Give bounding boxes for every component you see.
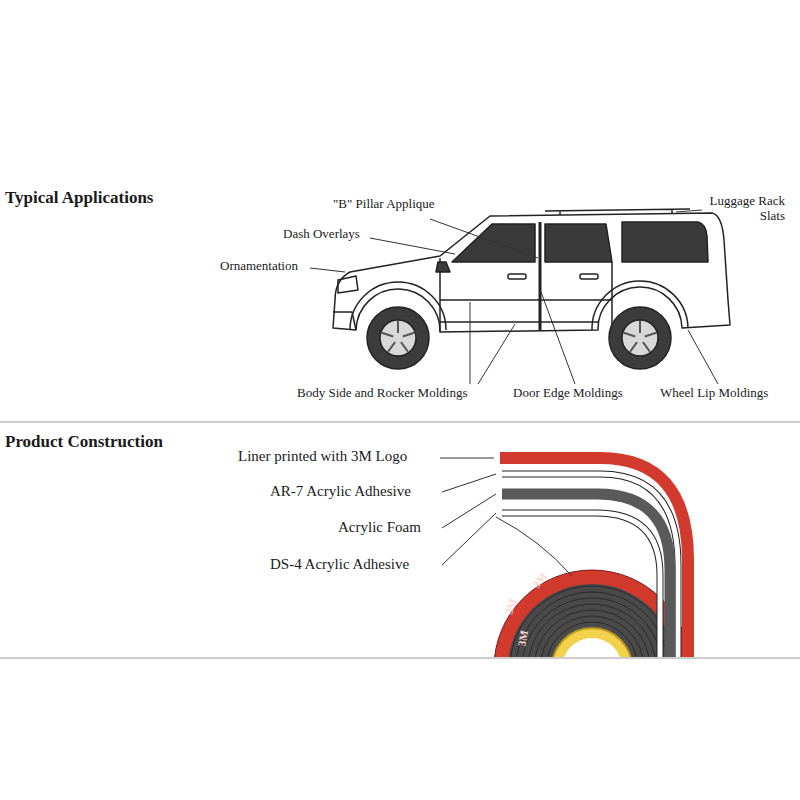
rear-door-window [545, 224, 612, 262]
ar7-layer [502, 474, 678, 657]
leader-line [470, 302, 471, 384]
core-hole [562, 638, 622, 657]
wheel-spoke [630, 342, 637, 352]
wheel-spoke [403, 333, 414, 337]
leader-line [442, 474, 496, 492]
door-handle [508, 274, 526, 279]
leader-line [442, 513, 496, 565]
roll-winding [540, 616, 644, 657]
divider [0, 422, 800, 423]
wheel-spoke [643, 342, 650, 352]
leader-line [440, 458, 494, 459]
wheel-hub [622, 320, 658, 356]
wheel-spoke [639, 321, 641, 333]
callout-label: "B" Pillar Applique [333, 197, 435, 212]
roll-winding [516, 592, 668, 657]
wheel-spokes [382, 321, 656, 352]
leader-line [478, 324, 515, 384]
divider [0, 658, 800, 659]
roll-windings [510, 586, 674, 657]
roll-winding [534, 610, 650, 657]
mirror [436, 262, 450, 272]
rocker-molding [440, 321, 598, 323]
roll-winding [528, 604, 656, 657]
layer-label: Liner printed with 3M Logo [238, 448, 407, 465]
leader-lines [440, 458, 572, 576]
wheel-hub [380, 320, 416, 356]
layer-label: Acrylic Foam [338, 519, 421, 536]
wheel-spoke [624, 333, 635, 337]
rear-window [622, 222, 708, 262]
leader-line [442, 494, 496, 528]
callout-label: Luggage Rack Slats [690, 194, 785, 224]
wheel-spoke [645, 333, 656, 337]
ar7-layer-edge [502, 474, 678, 657]
front-window [452, 224, 535, 262]
roll-winding [522, 598, 662, 657]
section-heading: Product Construction [5, 432, 163, 452]
luggage-rack [545, 209, 690, 215]
body-side-molding [440, 299, 612, 301]
callout-label: Body Side and Rocker Moldings [297, 386, 467, 401]
callout-label: Door Edge Moldings [513, 386, 623, 401]
callout-label: Wheel Lip Moldings [660, 386, 768, 401]
headlight [338, 276, 358, 293]
wheel-spoke [382, 333, 393, 337]
door-line [611, 262, 613, 330]
b-pillar [539, 222, 542, 330]
roll-winding [510, 586, 674, 657]
callout-label: Ornamentation [220, 259, 298, 274]
leader-line [310, 268, 345, 272]
leader-lines [310, 210, 718, 384]
foam-layer [502, 494, 670, 657]
tape-roll [494, 458, 690, 657]
roll-core [552, 628, 632, 657]
section-heading: Typical Applications [5, 188, 153, 208]
wheel [367, 307, 429, 369]
leader-line [496, 517, 572, 576]
leader-line [676, 210, 702, 212]
liner-layer [500, 458, 688, 657]
suv-drawing [333, 209, 730, 369]
leader-line [370, 238, 455, 254]
wheel-spoke [388, 342, 395, 352]
callout-label: Dash Overlays [283, 227, 360, 242]
wheel-spoke [401, 342, 408, 352]
wheel-spoke [397, 321, 399, 333]
leader-line [688, 330, 718, 384]
wheel [609, 307, 671, 369]
roll-foam [508, 584, 676, 657]
layer-label: AR-7 Acrylic Adhesive [270, 483, 411, 500]
door-handle [580, 274, 598, 279]
leader-line [541, 292, 575, 384]
layer-label: DS-4 Acrylic Adhesive [270, 556, 409, 573]
